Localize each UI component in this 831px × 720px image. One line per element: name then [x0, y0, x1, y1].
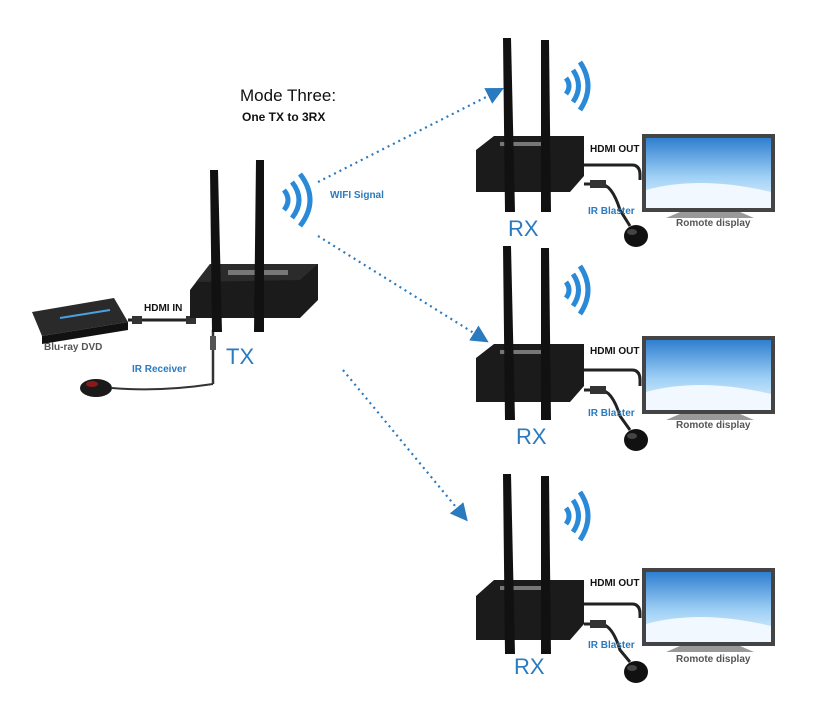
ir-blaster-label: IR Blaster [588, 640, 635, 651]
bluray-player-icon [32, 298, 128, 344]
wifi-icon [281, 172, 313, 228]
antenna-icon [503, 246, 551, 420]
ir-blaster-label: IR Blaster [588, 206, 635, 217]
antenna-icon [503, 474, 551, 654]
rx-label: RX [508, 216, 539, 241]
rx-unit-2 [476, 246, 775, 451]
rx-unit-1 [476, 38, 775, 247]
rx-unit-3 [476, 474, 775, 683]
mode-subtitle: One TX to 3RX [242, 110, 326, 124]
tv-icon [642, 336, 775, 420]
display-label: Romote display [676, 654, 751, 665]
source-device-label: Blu-ray DVD [44, 342, 103, 353]
signal-line-rx1 [317, 88, 504, 183]
wifi-icon [563, 60, 591, 112]
hdmi-out-label: HDMI OUT [590, 578, 640, 589]
hdmi-out-label: HDMI OUT [590, 346, 640, 357]
mode-title: Mode Three: [240, 86, 337, 105]
tv-icon [642, 134, 775, 218]
tx-device [190, 160, 318, 332]
antenna-icon [210, 160, 264, 332]
hdmi-plug-icon [128, 316, 196, 324]
hdmi-in-label: HDMI IN [144, 303, 183, 314]
rx-label: RX [516, 424, 547, 449]
wifi-icon [563, 490, 591, 542]
display-label: Romote display [676, 420, 751, 431]
signal-lines [317, 88, 504, 522]
wifi-icon [563, 264, 591, 316]
hdmi-out-label: HDMI OUT [590, 144, 640, 155]
wifi-signal-label: WIFI Signal [330, 190, 384, 201]
ir-sensor-icon [80, 330, 216, 397]
signal-line-rx3 [342, 369, 468, 522]
ir-receiver-label: IR Receiver [132, 364, 187, 375]
antenna-icon [503, 38, 551, 212]
tv-icon [642, 568, 775, 652]
rx-label: RX [514, 654, 545, 679]
display-label: Romote display [676, 218, 751, 229]
signal-line-rx2 [317, 235, 489, 343]
tx-label: TX [226, 344, 255, 369]
ir-blaster-label: IR Blaster [588, 408, 635, 419]
